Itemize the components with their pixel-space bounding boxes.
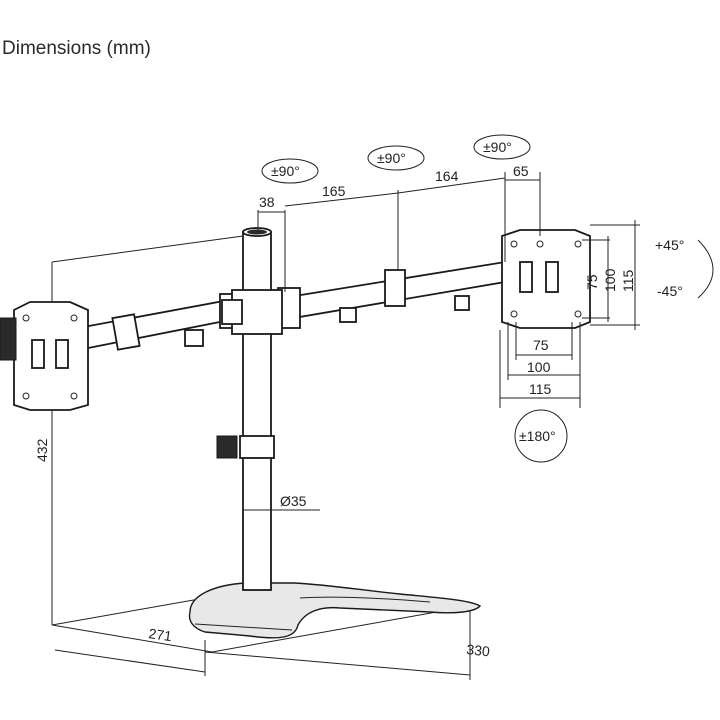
left-vesa-plate: [0, 301, 89, 411]
dim-arm-segment-2: 164: [435, 168, 459, 184]
depth-dimension-line: [54, 649, 206, 673]
dim-pole-diameter: Ø35: [280, 493, 307, 509]
swivel-left-label: ±90°: [271, 163, 300, 179]
dim-vesa-115-horizontal: 115: [529, 381, 552, 397]
swivel-left-arrow-icon: [261, 158, 319, 184]
dim-vesa-75-vertical: 75: [584, 274, 600, 290]
dim-head-offset: 65: [513, 163, 529, 179]
rotate-arrow-icon: [514, 409, 568, 463]
dim-base-depth: 271: [148, 625, 174, 644]
pole: [216, 227, 275, 591]
stand-base: [188, 582, 482, 639]
floor-footprint: [51, 597, 477, 653]
swivel-right-arrow-icon: [473, 134, 531, 160]
dim-vesa-100-horizontal: 100: [527, 359, 551, 375]
tilt-arrow-icon: [697, 239, 714, 299]
diagram-title: Dimensions (mm): [2, 38, 151, 59]
arm-hub: [221, 289, 283, 335]
dim-total-height: 432: [34, 438, 50, 462]
dim-vesa-75-horizontal: 75: [533, 337, 549, 353]
swivel-right-label: ±90°: [483, 139, 512, 155]
tilt-down-label: -45°: [657, 283, 683, 299]
dim-arm-offset: 38: [259, 194, 275, 210]
dim-base-width: 330: [466, 641, 491, 659]
rotate-label: ±180°: [519, 428, 556, 444]
tilt-up-label: +45°: [655, 237, 684, 253]
dim-vesa-100-vertical: 100: [602, 268, 618, 292]
dim-arm-segment-1: 165: [322, 183, 346, 199]
swivel-middle-label: ±90°: [377, 150, 406, 166]
width-dimension-line: [204, 651, 471, 676]
right-arm: [269, 260, 506, 329]
swivel-middle-arrow-icon: [367, 145, 425, 171]
right-vesa-plate: [501, 229, 591, 329]
dim-vesa-115-vertical: 115: [620, 269, 636, 292]
